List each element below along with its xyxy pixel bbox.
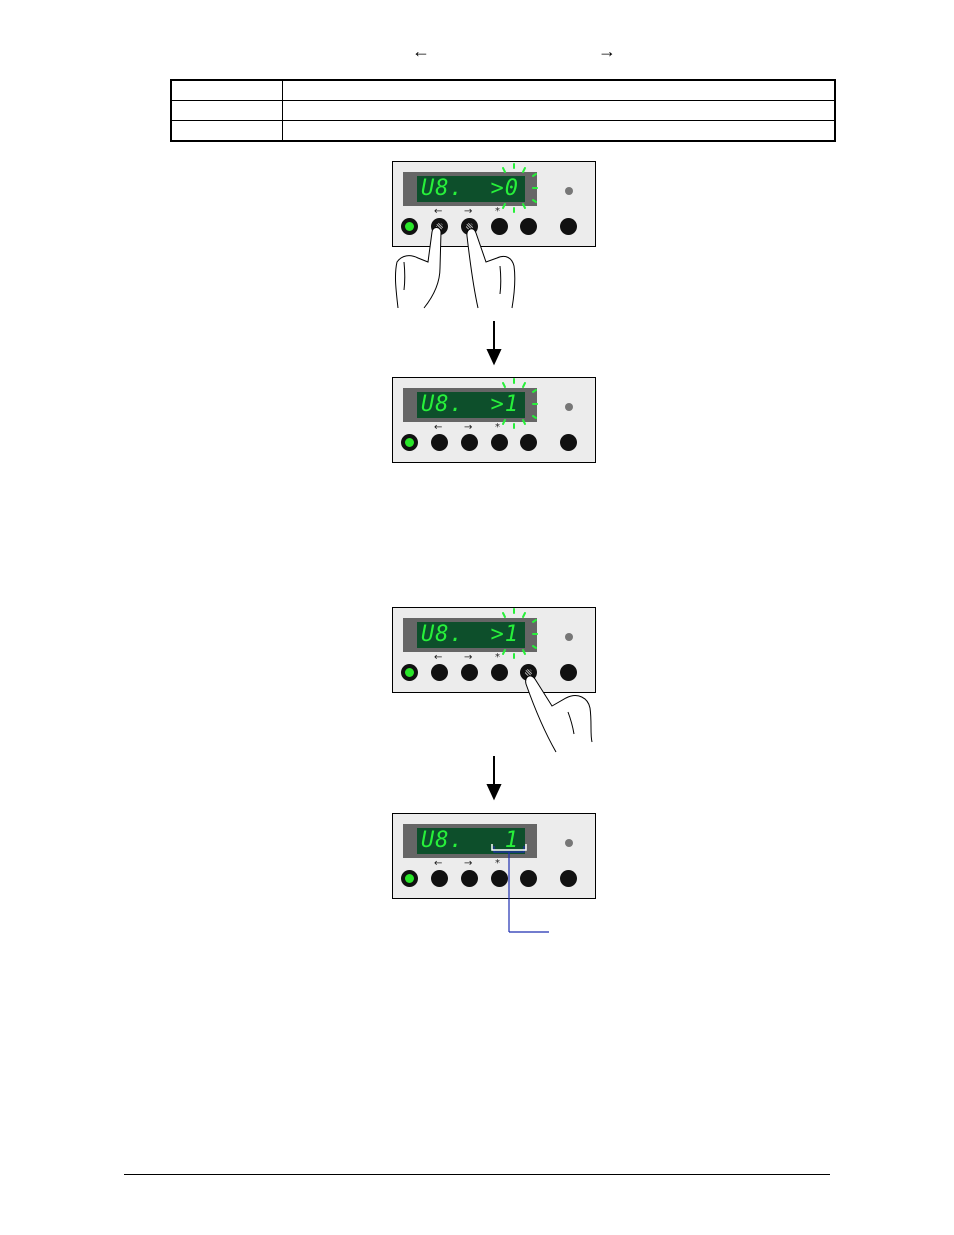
right-arrow-key[interactable]: [461, 870, 478, 887]
display-parameter: U8.: [421, 392, 464, 417]
blink-indicator-icon: [502, 608, 538, 659]
display-value: >1: [490, 392, 519, 417]
mode-key[interactable]: [560, 434, 577, 451]
blink-indicator-icon: [502, 163, 538, 213]
power-led-button[interactable]: [401, 870, 418, 887]
callout-line: [493, 846, 549, 933]
left-key-label: ←: [434, 652, 443, 663]
left-hand-icon: [394, 227, 442, 309]
display-parameter: U8.: [421, 622, 464, 647]
power-led-button[interactable]: [401, 434, 418, 451]
lcd-display: U8. >1: [417, 392, 525, 418]
star-key-label: *: [495, 652, 500, 663]
right-arrow-icon: →: [598, 41, 616, 61]
left-arrow-key[interactable]: [431, 664, 448, 681]
lcd-display: U8. >0: [417, 176, 525, 202]
left-arrow-key[interactable]: [431, 434, 448, 451]
table-cell: [282, 100, 836, 121]
star-key-label: *: [495, 858, 500, 869]
status-lamp: [565, 633, 573, 641]
status-lamp: [565, 187, 573, 195]
enter-key[interactable]: [520, 218, 537, 235]
mode-key[interactable]: [560, 218, 577, 235]
status-lamp: [565, 839, 573, 847]
power-led-button[interactable]: [401, 218, 418, 235]
flow-arrow-icon: [486, 756, 502, 801]
star-key-label: *: [495, 422, 500, 433]
enter-key[interactable]: [520, 434, 537, 451]
star-key[interactable]: [491, 664, 508, 681]
operator-panel-3: U8. >1 ← → *: [392, 607, 596, 693]
parameter-table: [170, 79, 836, 142]
lcd-display: U8. >1: [417, 622, 525, 648]
left-key-label: ←: [434, 422, 443, 433]
table-row: [170, 120, 836, 142]
right-arrow-key[interactable]: [461, 434, 478, 451]
operator-panel-4: U8. 1 ← → *: [392, 813, 596, 899]
display-bezel: U8. >1: [403, 618, 537, 652]
pointing-hand-icon: [525, 675, 593, 753]
power-led-button[interactable]: [401, 664, 418, 681]
left-arrow-key[interactable]: [431, 870, 448, 887]
display-parameter: U8.: [421, 828, 464, 853]
star-key[interactable]: [491, 434, 508, 451]
table-cell: [282, 120, 836, 142]
operator-panel-1: U8. >0 ← → *: [392, 161, 596, 247]
star-key[interactable]: [491, 218, 508, 235]
footer-divider: [124, 1174, 830, 1175]
status-lamp: [565, 403, 573, 411]
mode-key[interactable]: [560, 870, 577, 887]
mode-key[interactable]: [560, 664, 577, 681]
star-key[interactable]: [491, 870, 508, 887]
left-arrow-icon: ←: [412, 41, 430, 61]
table-row: [170, 100, 836, 121]
display-value: 1: [504, 828, 519, 853]
lcd-display: U8. 1: [417, 828, 525, 854]
right-key-label: →: [464, 858, 473, 869]
right-key-label: →: [464, 206, 473, 217]
left-key-label: ←: [434, 206, 443, 217]
right-arrow-key[interactable]: [461, 664, 478, 681]
display-parameter: U8.: [421, 176, 464, 201]
display-bezel: U8. >0: [403, 172, 537, 206]
display-bezel: U8. 1: [403, 824, 537, 858]
star-key-label: *: [495, 206, 500, 217]
right-key-label: →: [464, 422, 473, 433]
right-key-label: →: [464, 652, 473, 663]
operator-panel-2: U8. >1 ← → *: [392, 377, 596, 463]
right-hand-icon: [466, 228, 516, 309]
enter-key[interactable]: [520, 870, 537, 887]
left-key-label: ←: [434, 858, 443, 869]
callout-bracket-white: [491, 844, 527, 851]
display-value: >0: [490, 176, 519, 201]
flow-arrow-icon: [486, 321, 502, 366]
blink-indicator-icon: [502, 378, 538, 429]
display-bezel: U8. >1: [403, 388, 537, 422]
display-value: >1: [490, 622, 519, 647]
